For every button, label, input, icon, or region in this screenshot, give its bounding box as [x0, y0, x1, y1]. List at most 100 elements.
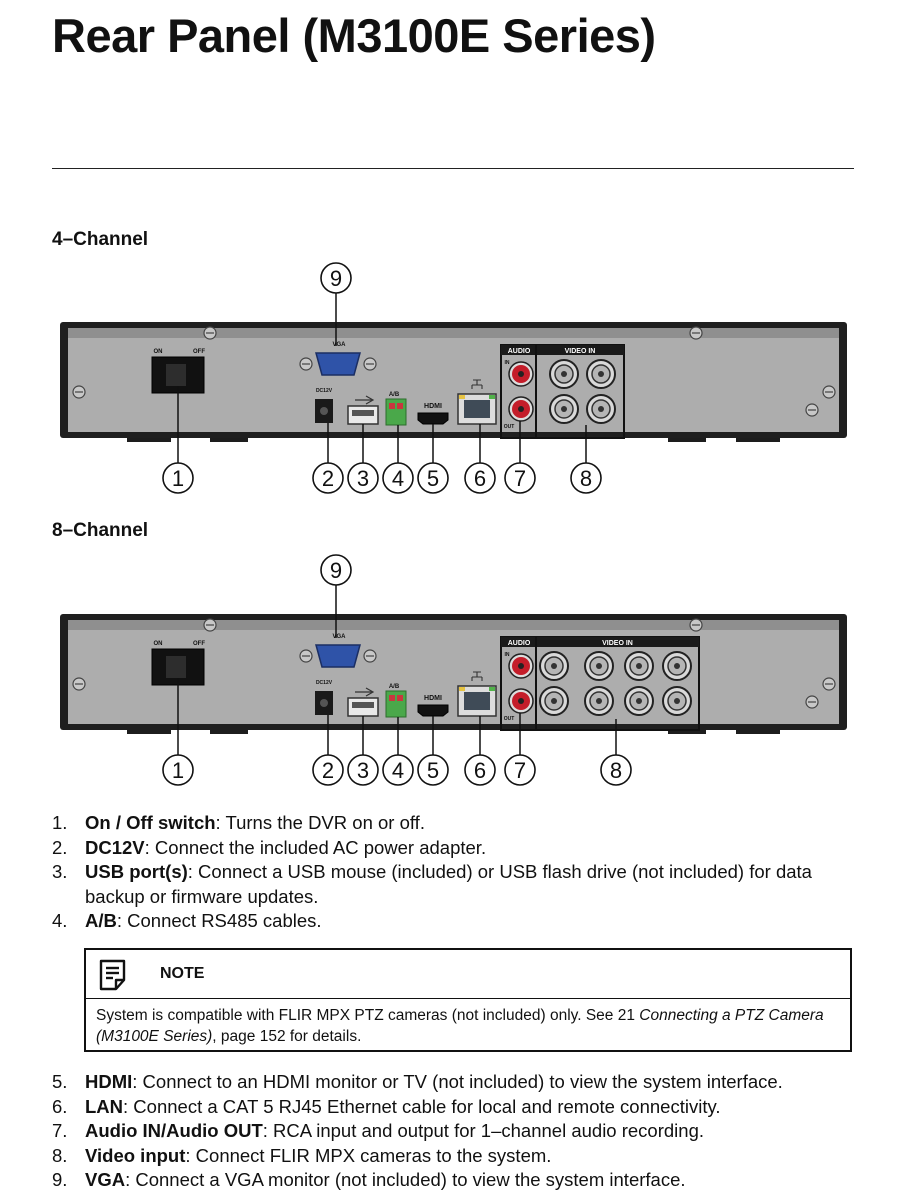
bnc-connector-pin [596, 698, 602, 704]
port-list-part-1: 1.On / Off switch: Turns the DVR on or o… [52, 811, 852, 934]
network-symbol-icon [471, 379, 483, 389]
audio-in-label: IN [505, 360, 510, 366]
bnc-connector-pin [598, 371, 604, 377]
power-switch-rocker [166, 656, 186, 678]
switch-off-label: OFF [193, 349, 205, 355]
item-number: 5. [52, 1071, 68, 1092]
callout-circle [320, 262, 352, 294]
video-in-label: VIDEO IN [565, 348, 596, 355]
audio-video-header [501, 345, 624, 355]
bnc-connector-pin [636, 663, 642, 669]
callout-circle [570, 462, 602, 494]
note-text-after: , page 152 for details. [212, 1027, 362, 1045]
note-icon [98, 959, 128, 996]
callout-number: 6 [474, 758, 486, 783]
rca-jack-pin [518, 371, 524, 377]
section-heading-4-channel: 4–Channel [52, 229, 149, 250]
note-box: NOTE System is compatible with FLIR MPX … [84, 948, 852, 1052]
item-number: 4. [52, 910, 68, 931]
ab-label: A/B [389, 684, 400, 690]
list-item: 8. Video input: Connect FLIR MPX cameras … [52, 1144, 852, 1169]
callout-number: 9 [330, 266, 342, 291]
rear-panel-top-edge [68, 328, 839, 338]
callout-circle [312, 462, 344, 494]
port-list-part-2: 5. HDMI: Connect to an HDMI monitor or TV… [52, 1070, 852, 1193]
list-item: 9.VGA: Connect a VGA monitor (not includ… [52, 1168, 852, 1193]
callout-number: 5 [427, 758, 439, 783]
callout-circle [320, 554, 352, 586]
hdmi-port-icon [417, 704, 449, 717]
lan-led [489, 687, 495, 691]
bnc-connector-pin [561, 371, 567, 377]
hdmi-label: HDMI [424, 695, 442, 702]
item-term: A/B [85, 910, 117, 931]
callout-circle [417, 754, 449, 786]
callout-circle [504, 462, 536, 494]
dc12v-label: DC12V [316, 388, 333, 394]
item-number: 3. [52, 861, 68, 882]
item-description: : Connect to an HDMI monitor or TV (not … [132, 1071, 783, 1092]
callout-circle [464, 754, 496, 786]
ab-terminal-icon [385, 398, 407, 426]
callout-circle [162, 462, 194, 494]
callout-circle [504, 754, 536, 786]
ab-terminal-icon [385, 690, 407, 718]
dc12v-port-hole [320, 699, 328, 707]
dc12v-port-hole [320, 407, 328, 415]
item-number: 8. [52, 1144, 68, 1166]
video-in-label: VIDEO IN [602, 640, 633, 647]
item-number: 2. [52, 836, 68, 858]
bnc-connector-pin [551, 663, 557, 669]
item-term: Video input [85, 1144, 186, 1166]
item-term: Audio IN/Audio OUT [85, 1120, 263, 1141]
audio-in-label: IN [505, 652, 510, 658]
vga-port-icon [315, 352, 361, 376]
lan-led [459, 687, 465, 691]
bnc-connector-pin [551, 698, 557, 704]
rca-jack-pin [518, 698, 524, 704]
callout-number: 7 [514, 758, 526, 783]
callout-number: 3 [357, 466, 369, 491]
callout-number: 4 [392, 758, 404, 783]
callout-number: 6 [474, 466, 486, 491]
ab-terminal-screw [397, 695, 403, 701]
callout-number: 2 [322, 758, 334, 783]
item-term: HDMI [85, 1071, 133, 1092]
lan-led [489, 395, 495, 399]
item-description: : Connect a USB mouse (included) or USB … [85, 861, 812, 907]
hdmi-port-icon [417, 412, 449, 425]
list-item: 5. HDMI: Connect to an HDMI monitor or TV… [52, 1070, 852, 1095]
bnc-connector-pin [598, 406, 604, 412]
callout-number: 5 [427, 466, 439, 491]
callout-number: 1 [172, 758, 184, 783]
item-description: : Connect a VGA monitor (not included) t… [125, 1169, 686, 1190]
callout-circle [600, 754, 632, 786]
item-description: : Connect FLIR MPX cameras to the system… [185, 1144, 552, 1166]
item-description: : Turns the DVR on or off. [215, 812, 425, 833]
callout-number: 2 [322, 466, 334, 491]
item-term: VGA [85, 1169, 126, 1190]
note-link[interactable]: Connecting a PTZ Camera (M3100E Series) [96, 1007, 824, 1045]
note-text: System is compatible with FLIR MPX PTZ c… [96, 1006, 840, 1047]
vga-port-icon [315, 644, 361, 668]
ab-terminal-screw [389, 403, 395, 409]
item-number: 7. [52, 1120, 68, 1141]
vga-label: VGA [332, 634, 346, 640]
vga-label: VGA [332, 342, 346, 348]
bnc-connector-pin [561, 406, 567, 412]
list-item: 1.On / Off switch: Turns the DVR on or o… [52, 811, 852, 836]
bnc-connector-pin [636, 698, 642, 704]
item-number: 6. [52, 1095, 68, 1117]
callout-circle [382, 462, 414, 494]
rca-jack-pin [518, 663, 524, 669]
callout-number: 8 [610, 758, 622, 783]
usb-symbol-icon [355, 395, 375, 405]
callout-circle [312, 754, 344, 786]
item-term: USB port(s) [85, 861, 188, 882]
audio-out-label: OUT [504, 424, 515, 430]
item-term: DC12V [85, 836, 145, 858]
callout-number: 4 [392, 466, 404, 491]
list-item: 6.LAN: Connect a CAT 5 RJ45 Ethernet cab… [52, 1095, 852, 1120]
